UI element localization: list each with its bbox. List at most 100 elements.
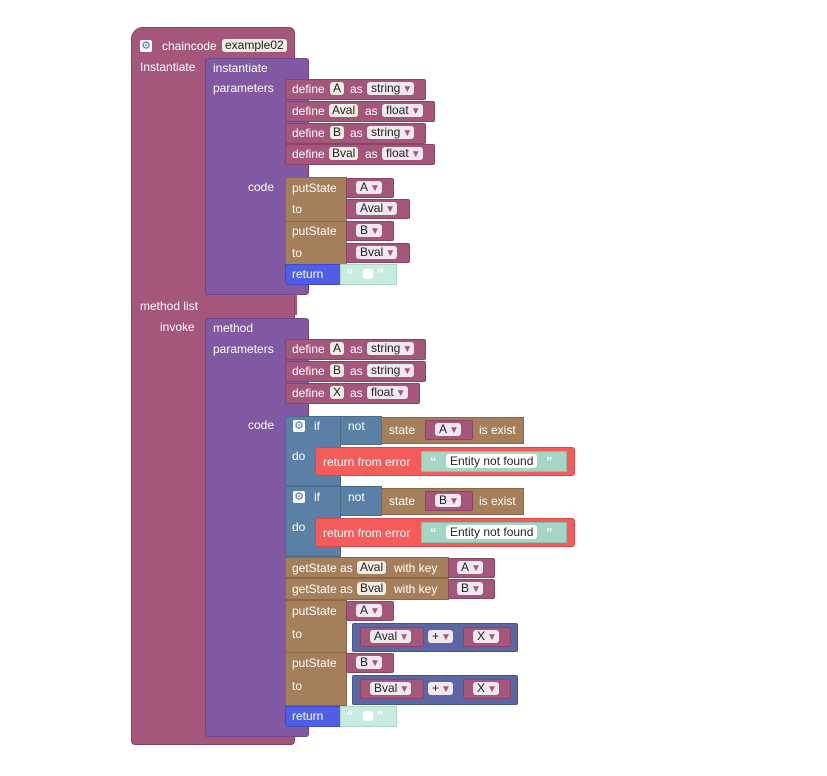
- get-state-var-field[interactable]: Bval: [357, 582, 387, 595]
- instantiate-code-label: code: [248, 180, 275, 194]
- as-keyword: as: [350, 386, 363, 400]
- variable-dropdown[interactable]: A▼: [457, 561, 483, 574]
- get-state-var-field[interactable]: Aval: [357, 561, 387, 574]
- type-dropdown[interactable]: string▼: [367, 82, 415, 95]
- define-name-field[interactable]: Aval: [329, 104, 359, 117]
- open-quote-icon: “: [347, 266, 354, 281]
- variable-dropdown[interactable]: Aval▼: [356, 202, 398, 215]
- type-dropdown[interactable]: string▼: [367, 363, 415, 377]
- variable-dropdown[interactable]: B▼: [356, 656, 382, 669]
- type-dropdown[interactable]: float▼: [367, 386, 408, 399]
- is-exist-keyword: is exist: [479, 423, 516, 437]
- do-keyword: do: [292, 520, 306, 534]
- to-keyword: to: [292, 627, 303, 641]
- chevron-down-icon: ▼: [370, 226, 380, 237]
- variable-dropdown[interactable]: B▼: [356, 224, 382, 237]
- not-keyword: not: [348, 490, 365, 504]
- variable-dropdown[interactable]: A▼: [356, 604, 382, 617]
- chevron-down-icon: ▼: [410, 149, 421, 160]
- open-quote-icon: “: [347, 708, 354, 723]
- error-message-field[interactable]: Entity not found: [446, 454, 538, 468]
- variable-dropdown[interactable]: A▼: [356, 181, 382, 194]
- as-keyword: as: [365, 147, 378, 161]
- get-state-keyword: getState as: [292, 561, 353, 575]
- chaincode-label: chaincode: [162, 39, 217, 53]
- operator-value: +: [432, 629, 440, 643]
- variable-dropdown[interactable]: Aval▼: [370, 630, 412, 643]
- chaincode-name-field[interactable]: example02: [222, 39, 287, 52]
- type-value: string: [371, 125, 401, 139]
- chevron-down-icon: ▼: [399, 684, 410, 695]
- type-dropdown[interactable]: string▼: [367, 342, 415, 355]
- to-keyword: to: [292, 679, 303, 693]
- return-error-keyword: return from error: [323, 455, 411, 469]
- chevron-down-icon: ▼: [487, 684, 497, 695]
- variable-value: A: [439, 422, 448, 436]
- type-value: string: [371, 363, 401, 377]
- to-keyword: to: [292, 246, 303, 260]
- operator-dropdown[interactable]: +▼: [428, 630, 453, 643]
- instantiate-section-label: Instantiate: [140, 60, 196, 74]
- text-field[interactable]: [363, 711, 373, 721]
- define-keyword: define: [292, 386, 325, 400]
- define-keyword: define: [292, 82, 325, 96]
- variable-value: B: [360, 655, 369, 669]
- invoke-label: invoke: [160, 320, 195, 334]
- define-name-field[interactable]: Bval: [329, 147, 359, 160]
- variable-dropdown[interactable]: B▼: [435, 494, 461, 507]
- is-exist-keyword: is exist: [479, 494, 516, 508]
- chevron-down-icon: ▼: [385, 248, 396, 259]
- define-name-field[interactable]: B: [330, 126, 345, 139]
- if-keyword: if: [314, 419, 320, 433]
- type-dropdown[interactable]: string▼: [367, 125, 415, 139]
- state-keyword: state: [389, 423, 416, 437]
- error-message-field[interactable]: Entity not found: [446, 525, 538, 539]
- to-keyword: to: [292, 202, 303, 216]
- put-state-block[interactable]: [285, 652, 347, 706]
- chevron-down-icon: ▼: [487, 632, 497, 643]
- define-name-field[interactable]: X: [330, 386, 345, 399]
- chevron-down-icon: ▼: [402, 366, 413, 377]
- as-keyword: as: [350, 126, 363, 140]
- define-name-field[interactable]: A: [330, 82, 345, 95]
- gear-icon[interactable]: ⚙: [293, 491, 305, 503]
- type-dropdown[interactable]: float▼: [382, 104, 423, 117]
- chevron-down-icon: ▼: [449, 496, 459, 507]
- define-keyword: define: [292, 147, 325, 161]
- chevron-down-icon: ▼: [449, 425, 459, 436]
- define-keyword: define: [292, 342, 325, 356]
- type-value: float: [371, 385, 394, 399]
- operator-value: +: [432, 681, 440, 695]
- chevron-down-icon: ▼: [399, 632, 410, 643]
- operator-dropdown[interactable]: +▼: [428, 682, 453, 695]
- chevron-down-icon: ▼: [402, 84, 413, 95]
- as-keyword: as: [365, 104, 378, 118]
- chevron-down-icon: ▼: [402, 128, 413, 139]
- text-field[interactable]: [363, 269, 373, 279]
- chevron-down-icon: ▼: [370, 606, 380, 617]
- variable-value: Bval: [360, 245, 384, 259]
- variable-dropdown[interactable]: A▼: [435, 423, 461, 436]
- variable-dropdown[interactable]: Bval▼: [370, 681, 412, 695]
- variable-value: A: [360, 180, 369, 194]
- state-keyword: state: [389, 494, 416, 508]
- chevron-down-icon: ▼: [370, 183, 380, 194]
- if-keyword: if: [314, 490, 320, 504]
- variable-value: A: [461, 560, 470, 574]
- variable-value: B: [439, 493, 448, 507]
- type-value: float: [386, 146, 409, 160]
- variable-value: Bval: [374, 681, 398, 695]
- gear-icon[interactable]: ⚙: [140, 40, 152, 52]
- define-name-field[interactable]: A: [330, 342, 345, 355]
- variable-dropdown[interactable]: X▼: [473, 682, 499, 695]
- chevron-down-icon: ▼: [471, 563, 481, 574]
- variable-dropdown[interactable]: B▼: [457, 582, 483, 595]
- variable-dropdown[interactable]: X▼: [473, 630, 499, 643]
- not-block[interactable]: [340, 416, 382, 445]
- put-state-keyword: putState: [292, 224, 337, 238]
- define-name-field[interactable]: B: [330, 364, 345, 377]
- with-key-keyword: with key: [394, 561, 438, 575]
- gear-icon[interactable]: ⚙: [293, 420, 305, 432]
- type-dropdown[interactable]: float▼: [382, 147, 423, 160]
- variable-dropdown[interactable]: Bval▼: [356, 245, 398, 259]
